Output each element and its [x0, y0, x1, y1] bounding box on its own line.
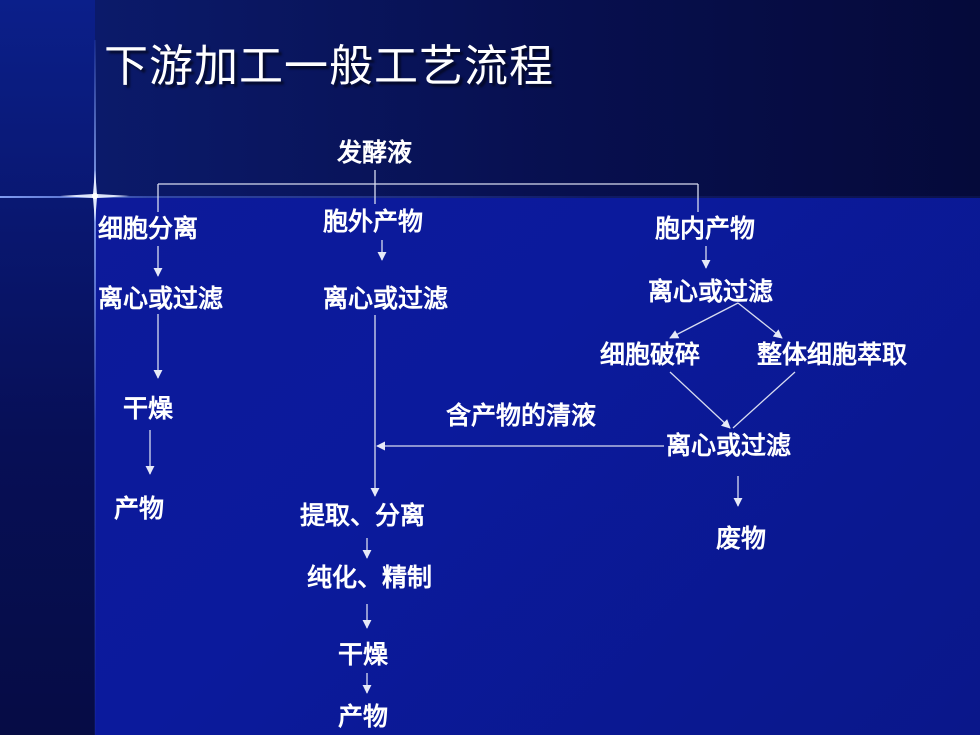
node-whole-cell-extraction: 整体细胞萃取 [757, 340, 908, 369]
sparkle-icon [60, 170, 130, 222]
node-waste: 废物 [716, 524, 767, 553]
arrow-centrifuge-to-disruption [669, 302, 739, 339]
node-clear-liquid: 含产物的清液 [446, 401, 597, 430]
node-extracellular-product: 胞外产物 [323, 207, 424, 236]
horizontal-accent-line [0, 196, 980, 198]
arrow-disruption-to-lower-centrifuge [669, 371, 731, 429]
node-centrifuge-right: 离心或过滤 [648, 277, 774, 306]
node-dry-left: 干燥 [123, 394, 174, 423]
page-title: 下游加工一般工艺流程 [104, 41, 554, 92]
node-intracellular-product: 胞内产物 [655, 214, 756, 243]
node-cell-separation: 细胞分离 [98, 214, 199, 243]
node-purify-refine: 纯化、精制 [307, 563, 433, 592]
node-fermentation-broth: 发酵液 [337, 138, 413, 167]
node-extract-separate: 提取、分离 [300, 501, 426, 530]
vertical-accent-line [94, 40, 96, 735]
node-cell-disruption: 细胞破碎 [600, 340, 701, 369]
node-dry-mid: 干燥 [338, 640, 389, 669]
node-centrifuge-left: 离心或过滤 [98, 284, 224, 313]
node-centrifuge-mid: 离心或过滤 [323, 284, 449, 313]
background-top-band [95, 0, 980, 198]
background-main-panel [95, 198, 980, 735]
node-product-left: 产物 [114, 494, 165, 523]
node-product-mid: 产物 [338, 702, 389, 731]
node-centrifuge-lower: 离心或过滤 [666, 431, 792, 460]
arrow-centrifuge-to-whole-cell [737, 302, 783, 339]
background-left-band [0, 0, 95, 735]
arrow-whole-cell-to-lower-centrifuge [732, 371, 796, 429]
